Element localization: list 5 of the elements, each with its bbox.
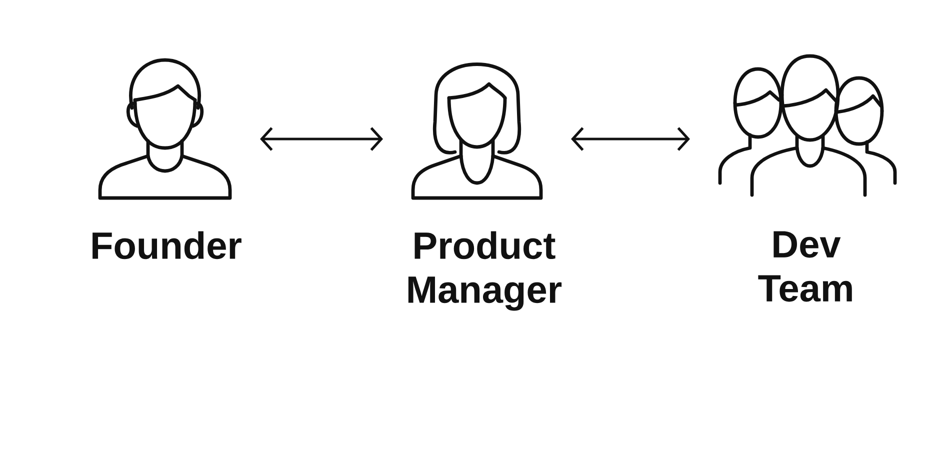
node-label: Founder <box>92 231 242 260</box>
node-label: Dev Team <box>758 231 852 302</box>
arrow <box>571 127 690 151</box>
arrow <box>260 127 384 151</box>
node-label: Product Manager <box>408 231 562 311</box>
